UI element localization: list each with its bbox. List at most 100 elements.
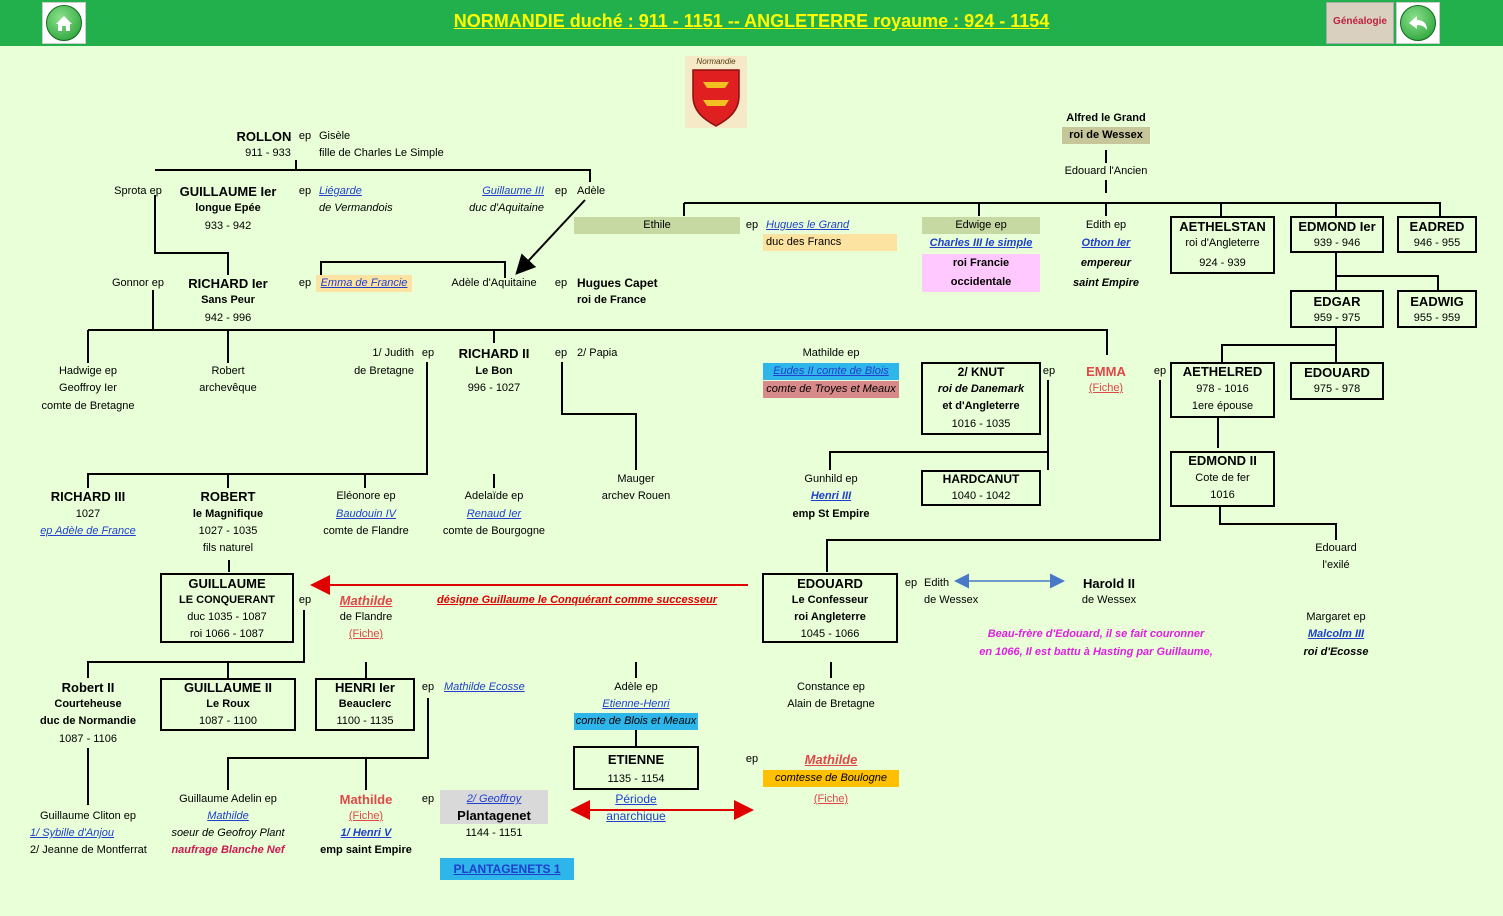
gunhild-l3: emp St Empire: [792, 508, 870, 520]
hardcanut-dates: 1040 - 1042: [951, 490, 1011, 502]
robert2-sub: Courteheuse: [54, 698, 122, 710]
genealogie-label: Généalogie: [1333, 16, 1387, 27]
edith-title2: saint Empire: [1072, 277, 1140, 289]
gisele-name: Gisèle: [319, 130, 351, 142]
rollon-dates: 911 - 933: [245, 147, 291, 159]
eleonore-l3: comte de Flandre: [323, 525, 409, 537]
edouard-confesseur-l3: roi Angleterre: [794, 611, 866, 623]
mathilde-emperesse-l4: emp saint Empire: [320, 844, 412, 856]
guillaume-cliton-l1: Guillaume Cliton ep: [40, 810, 136, 822]
emma-de-francie-link[interactable]: Emma de Francie: [316, 275, 412, 292]
ethile-ep: ep: [745, 219, 759, 231]
comte-blois-meaux-label: comte de Blois et Meaux: [574, 713, 698, 730]
edouard-confesseur-name: EDOUARD: [797, 576, 863, 591]
mathilde-boulogne-fiche-link[interactable]: (Fiche): [813, 793, 849, 805]
renaud1-link[interactable]: Renaud Ier: [466, 508, 522, 520]
hugues-le-grand-link[interactable]: Hugues le Grand: [766, 219, 850, 231]
edwige-label: Edwige ep: [922, 217, 1040, 234]
hugues-capet-name: Hugues Capet: [577, 276, 658, 290]
geoffroy-link[interactable]: 2/ Geoffroy: [466, 793, 522, 805]
page-title: NORMANDIE duché : 911 - 1151 -- ANGLETER…: [453, 11, 1050, 31]
adelaide-l1: Adelaïde ep: [464, 490, 524, 502]
guillaume2-box: [160, 678, 296, 731]
eudes-blois-link[interactable]: Eudes II comte de Blois: [763, 363, 899, 380]
hugues-grand-title: duc des Francs: [763, 234, 897, 251]
liegarde-link[interactable]: Liégarde: [319, 185, 362, 197]
edouard-martyr-box: [1290, 362, 1384, 400]
eadwig-box: [1397, 290, 1477, 328]
richard3-name: RICHARD III: [50, 489, 126, 504]
mauger-l1: Mauger: [617, 473, 655, 485]
mathilde-blois-label: Mathilde ep: [802, 347, 860, 359]
etienne-henri-link[interactable]: Etienne-Henri: [602, 698, 670, 710]
mathilde-boulogne-link[interactable]: Mathilde: [804, 752, 858, 767]
margaret-l3: roi d'Ecosse: [1303, 646, 1369, 658]
genealogie-button[interactable]: Généalogie: [1326, 2, 1394, 44]
alfred-title: roi de Wessex: [1062, 127, 1150, 144]
guillaume3-ep: ep: [554, 185, 568, 197]
eadwig-dates: 955 - 959: [1413, 312, 1461, 324]
emma-fiche-link[interactable]: (Fiche): [1088, 382, 1124, 394]
etienne-ep: ep: [745, 753, 759, 765]
periode-anarchique-l2[interactable]: anarchique: [606, 809, 666, 823]
comtesse-boulogne-label: comtesse de Boulogne: [763, 770, 899, 787]
back-button[interactable]: [1396, 2, 1440, 44]
baudouin4-link[interactable]: Baudouin IV: [336, 508, 396, 520]
adele-de-france-link[interactable]: ep Adèle de France: [40, 525, 136, 537]
guillaume3-link[interactable]: Guillaume III: [482, 185, 544, 197]
aethelred-l3: 1ere épouse: [1191, 400, 1254, 412]
edouard-confesseur-sub: Le Confesseur: [791, 594, 869, 606]
plantagenets-1-link[interactable]: PLANTAGENETS 1: [440, 858, 574, 880]
papia-label: 2/ Papia: [577, 347, 618, 359]
edouard-confesseur-box: [762, 573, 898, 643]
eleonore-l1: Eléonore ep: [336, 490, 396, 502]
edouard-martyr-dates: 975 - 978: [1313, 383, 1361, 395]
edwige-title-block: roi Francie occidentale: [922, 254, 1040, 292]
mathilde-flandre-link[interactable]: Mathilde: [339, 593, 393, 608]
guillaume3-sub: duc d'Aquitaine: [469, 202, 544, 214]
aethelred-box: [1170, 362, 1275, 418]
edith-label: Edith ep: [1085, 219, 1127, 231]
mathilde-emperesse-fiche-link[interactable]: (Fiche): [348, 810, 384, 822]
edouard-ancien-label: Edouard l'Ancien: [1064, 165, 1148, 177]
richard2-ep: ep: [554, 347, 568, 359]
geoffroy-name: Plantagenet: [457, 808, 531, 823]
periode-anarchique-l1[interactable]: Période: [615, 792, 657, 806]
henri5-link[interactable]: 1/ Henri V: [340, 827, 392, 839]
othon1-link[interactable]: Othon Ier: [1081, 237, 1131, 249]
robert-arch-l1: Robert: [211, 365, 245, 377]
malcolm3-link[interactable]: Malcolm III: [1307, 628, 1365, 640]
emma-name: EMMA: [1086, 364, 1126, 379]
hadwige-l1: Hadwige ep: [58, 365, 118, 377]
mathilde-emperesse-ep: ep: [421, 793, 435, 805]
rollon-ep: ep: [298, 130, 312, 142]
edmond1-dates: 939 - 946: [1313, 237, 1361, 249]
hardcanut-box: [921, 470, 1041, 506]
home-button[interactable]: [42, 2, 86, 44]
charles3-link[interactable]: Charles III le simple: [929, 237, 1033, 249]
hardcanut-name: HARDCANUT: [942, 472, 1020, 486]
hugues-capet-title: roi de France: [577, 294, 647, 306]
robert2-l3: duc de Normandie: [40, 715, 136, 727]
edgar-box: [1290, 290, 1384, 328]
edmond1-name: EDMOND Ier: [1298, 219, 1376, 234]
mathilde-adelin-link[interactable]: Mathilde: [207, 810, 249, 822]
eadred-name: EADRED: [1409, 219, 1465, 234]
guillaume2-sub: Le Roux: [206, 698, 250, 710]
mathilde-flandre-fiche-link[interactable]: (Fiche): [348, 628, 384, 640]
richard2-name: RICHARD II: [458, 346, 530, 361]
sybille-anjou-link[interactable]: 1/ Sybille d'Anjou: [30, 827, 115, 839]
mathilde-emperesse-name: Mathilde: [339, 792, 393, 807]
henri3-link[interactable]: Henri III: [810, 490, 852, 502]
geoffroy-block: [440, 790, 548, 824]
guillaume1-sub: longue Epée: [195, 202, 261, 214]
edwige-title1: roi Francie: [952, 257, 1010, 269]
mathilde-ecosse-link[interactable]: Mathilde Ecosse: [444, 681, 525, 693]
knut-l3: et d'Angleterre: [942, 400, 1020, 412]
harold-note-line1: Beau-frère d'Edouard, il se fait couronn…: [987, 628, 1205, 640]
richard2-dates: 996 - 1027: [467, 382, 521, 394]
gisele-desc: fille de Charles Le Simple: [319, 147, 444, 159]
robert-magnifique-sub: le Magnifique: [192, 508, 264, 520]
harold-note-line2: en 1066, Il est battu à Hasting par Guil…: [979, 646, 1213, 658]
guillaume-conq-ep: ep: [298, 594, 312, 606]
